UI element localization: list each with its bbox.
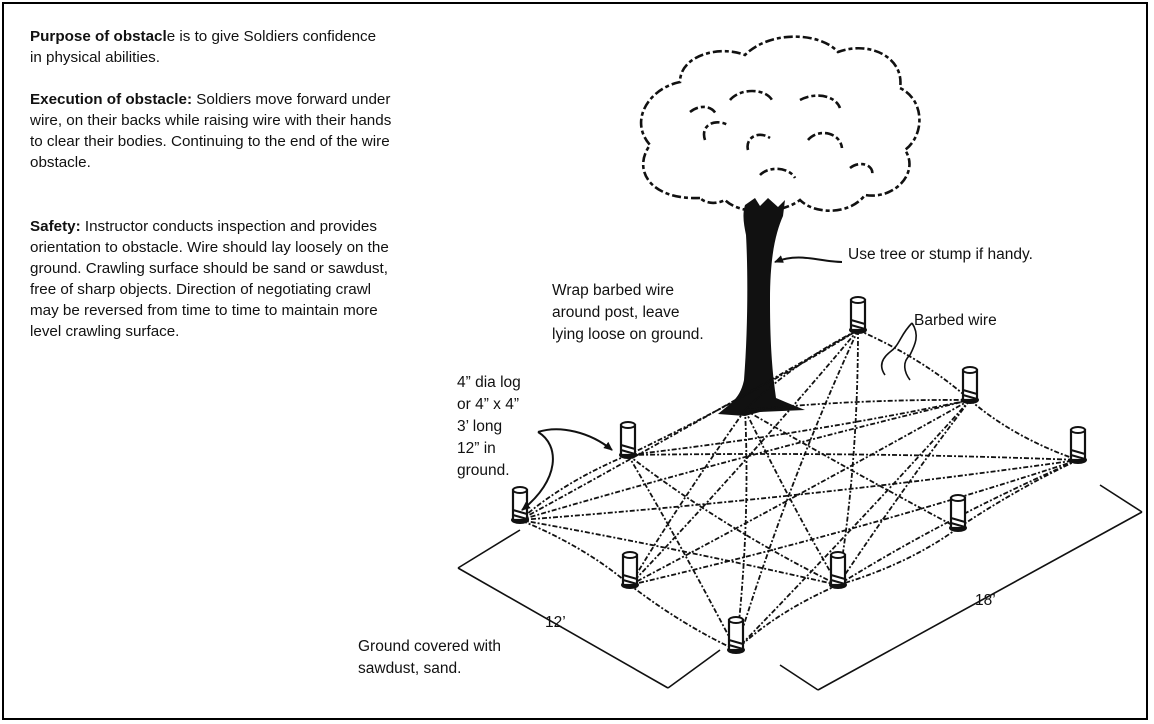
post-leader-arrow-1 bbox=[537, 428, 613, 451]
barbed-leader-1 bbox=[880, 322, 913, 376]
barbed-wire-strand bbox=[629, 329, 859, 586]
wire-post bbox=[1069, 426, 1087, 464]
barbed-wire-label: Barbed wire bbox=[914, 312, 997, 329]
ground-label-line2: sawdust, sand. bbox=[358, 660, 462, 677]
barbed-wire-strand bbox=[735, 329, 859, 651]
barbed-wire-strand bbox=[735, 584, 839, 651]
barbed-wire-strand bbox=[735, 399, 971, 651]
dimension-width bbox=[457, 529, 721, 689]
barbed-wire-strand bbox=[627, 454, 839, 586]
barbed-wire-strand bbox=[837, 527, 959, 586]
barbed-wire-strand bbox=[744, 409, 959, 529]
post-label-line5: ground. bbox=[457, 462, 510, 479]
barbed-wire-strand bbox=[837, 399, 971, 586]
length-dimension-label: 18’ bbox=[975, 592, 996, 609]
wrap-label-line1: Wrap barbed wire bbox=[552, 282, 675, 299]
execution-text-line4: obstacle. bbox=[30, 154, 91, 171]
execution-heading: Execution of obstacle: bbox=[30, 91, 193, 108]
post-group bbox=[511, 296, 1087, 654]
dimension-length bbox=[779, 484, 1143, 691]
safety-text-line4: free of sharp objects. Direction of nego… bbox=[30, 281, 372, 298]
post-label-line4: 12” in bbox=[457, 440, 496, 457]
safety-text: Instructor conducts inspection and provi… bbox=[80, 218, 377, 235]
barbed-wire-web bbox=[519, 329, 1079, 651]
barbed-wire-strand bbox=[519, 454, 629, 521]
safety-heading: Safety: bbox=[30, 218, 81, 235]
barbed-wire-strand bbox=[627, 399, 971, 456]
safety-paragraph: Safety: Instructor conducts inspection a… bbox=[30, 216, 470, 342]
execution-text: Soldiers move forward under bbox=[192, 91, 391, 108]
tree-trunk bbox=[718, 198, 805, 416]
tree-label: Use tree or stump if handy. bbox=[848, 246, 1033, 263]
safety-text-line6: level crawling surface. bbox=[30, 323, 180, 340]
barbed-wire-strand bbox=[629, 409, 746, 586]
purpose-paragraph: Purpose of obstacle is to give Soldiers … bbox=[30, 26, 470, 68]
tree-leader-arrow bbox=[774, 255, 843, 263]
barbed-wire-strand bbox=[627, 453, 1079, 461]
safety-text-line2: orientation to obstacle. Wire should lay… bbox=[30, 239, 389, 256]
barbed-wire-strand bbox=[969, 399, 1079, 461]
barbed-wire-strand bbox=[519, 459, 1079, 521]
barbed-wire-strand bbox=[519, 519, 631, 586]
post-label-line2: or 4” x 4” bbox=[457, 396, 520, 413]
barbed-wire-strand bbox=[629, 399, 971, 586]
wire-post bbox=[949, 494, 967, 532]
wire-post bbox=[621, 551, 639, 589]
barbed-wire-strand bbox=[744, 399, 971, 411]
barbed-wire-strand bbox=[744, 409, 839, 586]
wire-post bbox=[961, 366, 979, 404]
ground-label-line1: Ground covered with bbox=[358, 638, 502, 655]
purpose-heading: Purpose of obstacl bbox=[30, 28, 167, 45]
barbed-wire-strand bbox=[629, 459, 1079, 586]
purpose-text-line2: in physical abilities. bbox=[30, 49, 160, 66]
execution-paragraph: Execution of obstacle: Soldiers move for… bbox=[30, 89, 470, 173]
execution-text-line2: wire, on their backs while raising wire … bbox=[30, 112, 392, 129]
barbed-leader-2 bbox=[903, 322, 917, 381]
wire-post bbox=[849, 296, 867, 334]
post-label-line3: 3’ long bbox=[457, 418, 503, 435]
purpose-text: e is to give Soldiers confidence bbox=[166, 28, 377, 45]
barbed-wire-strand bbox=[627, 454, 737, 651]
barbed-wire-strand bbox=[837, 459, 1079, 586]
barbed-wire-strand bbox=[957, 459, 1079, 529]
safety-text-line5: may be reversed from time to time to mai… bbox=[30, 302, 378, 319]
barbed-wire-strand bbox=[744, 329, 859, 411]
width-dimension-label: 12’ bbox=[545, 614, 566, 631]
barbed-wire-strand bbox=[519, 399, 971, 521]
safety-text-line3: ground. Crawling surface should be sand … bbox=[30, 260, 388, 277]
barbed-wire-strand bbox=[519, 519, 839, 586]
tree-canopy bbox=[639, 35, 921, 213]
wire-post bbox=[727, 616, 745, 654]
barbed-wire-strand bbox=[629, 584, 737, 651]
post-label-line1: 4” dia log bbox=[457, 374, 521, 391]
barbed-wire-strand bbox=[857, 329, 971, 401]
post-leader-arrow-2 bbox=[521, 431, 554, 511]
wrap-label-line2: around post, leave bbox=[552, 304, 680, 321]
wrap-label-line3: lying loose on ground. bbox=[552, 326, 704, 343]
wire-post bbox=[829, 551, 847, 589]
wire-post bbox=[619, 421, 637, 459]
execution-text-line3: to clear their bodies. Continuing to the… bbox=[30, 133, 390, 150]
